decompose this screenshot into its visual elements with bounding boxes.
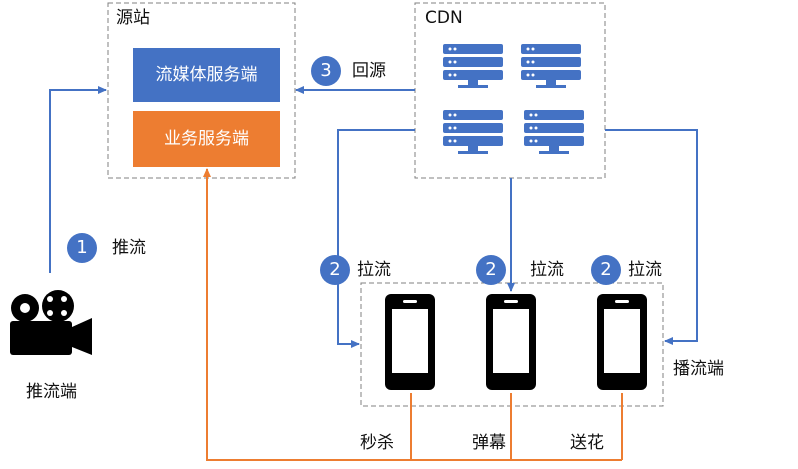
pull-arrow-left (337, 129, 415, 348)
step-2-badge-right: 2 (591, 255, 621, 285)
pull-label-left: 拉流 (357, 260, 391, 280)
push-arrow (49, 86, 107, 273)
business-server-label: 业务服务端 (164, 129, 249, 149)
step-1-badge: 1 (67, 233, 97, 263)
play-client-label: 播流端 (673, 359, 724, 379)
push-client-label: 推流端 (26, 382, 77, 402)
phone-icon-1 (385, 294, 435, 390)
streaming-server-box (133, 48, 280, 102)
seckill-label: 秒杀 (360, 433, 394, 453)
back-to-origin-label: 回源 (352, 61, 386, 81)
pull-label-middle: 拉流 (530, 260, 564, 280)
cdn-server-icon-1 (443, 44, 503, 88)
pull-arrow-right (605, 129, 698, 345)
phone-icon-2 (486, 294, 536, 390)
cdn-container (414, 2, 606, 179)
business-server-box (133, 111, 280, 167)
streaming-server-label: 流媒体服务端 (155, 65, 258, 85)
camera-icon (10, 290, 92, 355)
phone-icon-3 (597, 294, 647, 390)
step-2-badge-left: 2 (320, 255, 350, 285)
cdn-server-icon-3 (443, 110, 503, 154)
danmaku-label: 弹幕 (472, 433, 506, 453)
push-label: 推流 (112, 238, 146, 258)
origin-title: 源站 (116, 8, 150, 28)
cdn-server-icon-4 (524, 110, 584, 154)
cdn-server-icon-2 (521, 44, 581, 88)
step-3-badge: 3 (311, 56, 341, 86)
cdn-title: CDN (425, 8, 463, 28)
interaction-line (203, 168, 412, 461)
pull-label-right: 拉流 (628, 260, 662, 280)
gift-label: 送花 (570, 433, 604, 453)
step-2-badge-middle: 2 (476, 255, 506, 285)
